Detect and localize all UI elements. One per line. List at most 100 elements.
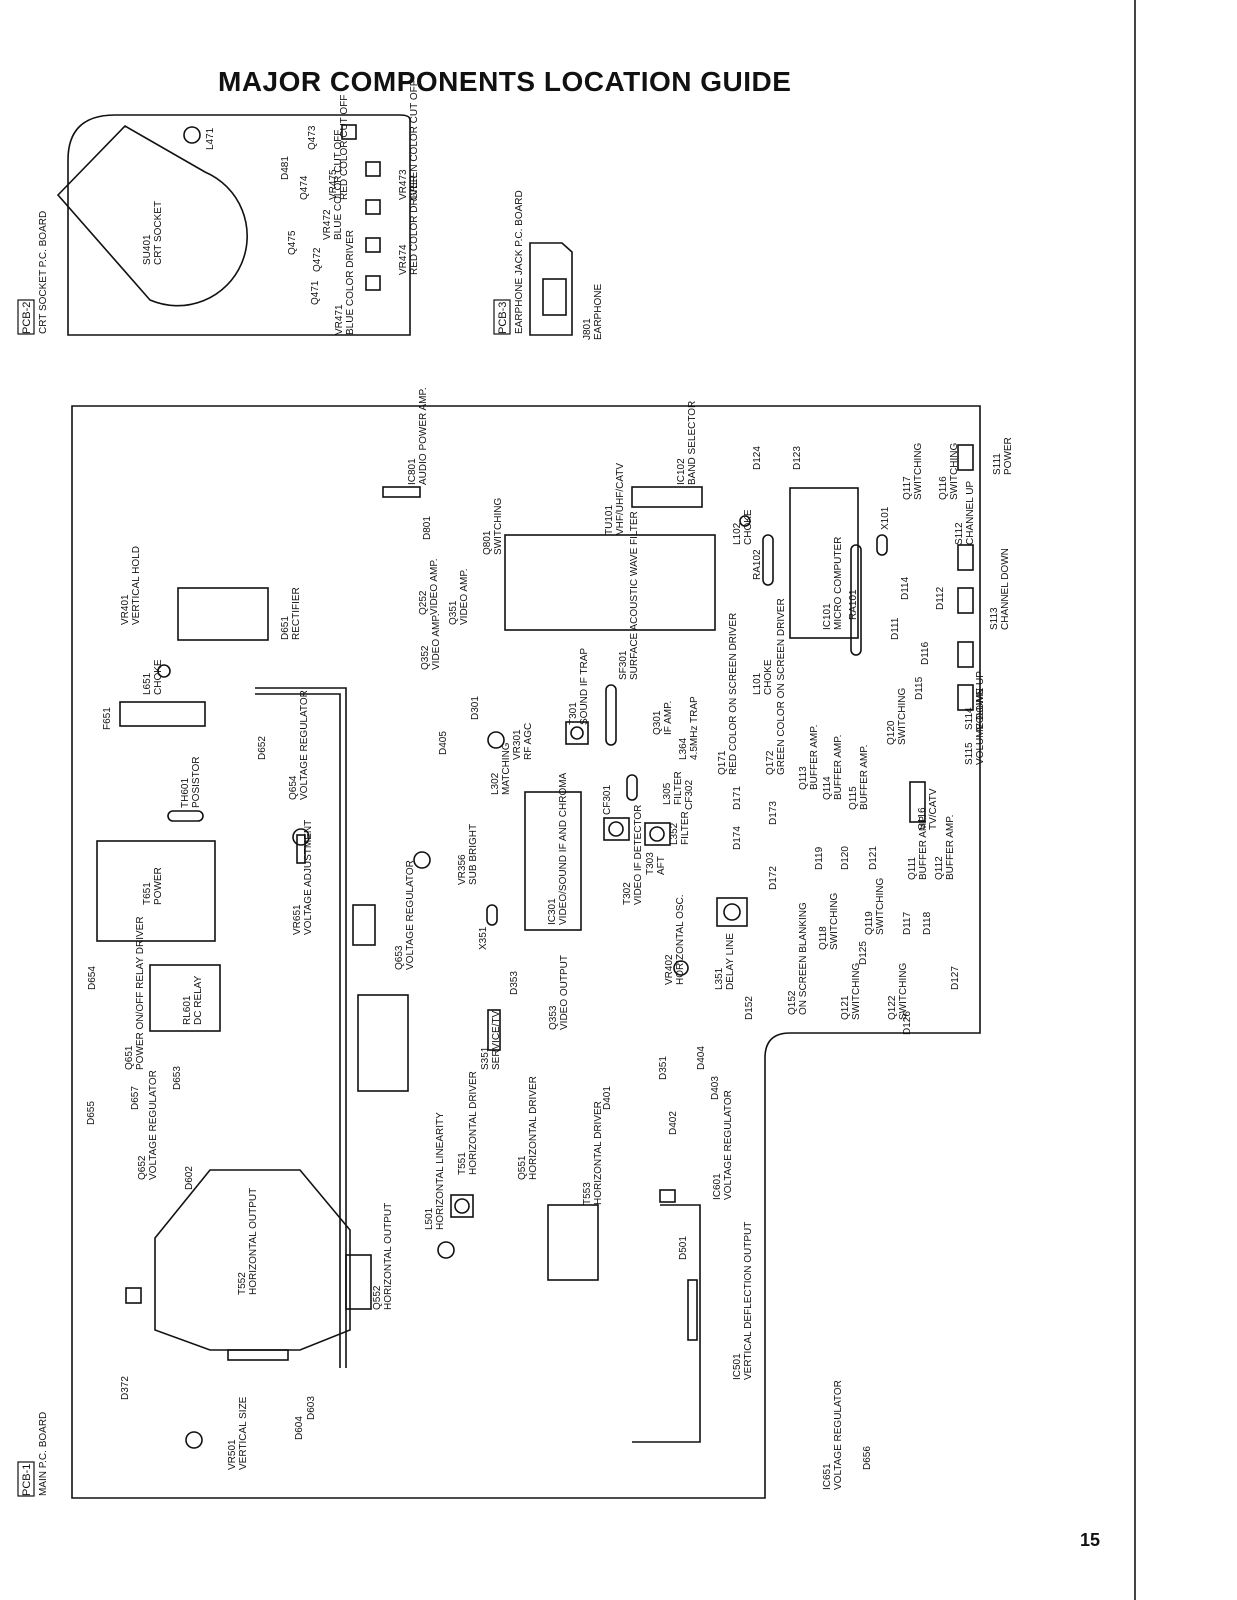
component-ref: Q301 (652, 710, 663, 735)
component-desc: POWER (153, 867, 164, 905)
component-label-q301: Q301IF AMP. (652, 701, 674, 735)
component-label-t301: T301SOUND IF TRAP (568, 648, 590, 725)
pcb3-outline (529, 242, 573, 336)
component-label-q113: Q113BUFFER AMP. (798, 725, 820, 790)
component-ref: L302 (490, 772, 501, 795)
component-ref: D125 (858, 941, 869, 965)
component-label-d117: D117 (902, 911, 913, 935)
component-ref: IC101 (822, 603, 833, 630)
component-label-s114: S114VOLUME UP (964, 671, 986, 730)
t552-foot (227, 1349, 289, 1361)
component-label-d172: D172 (768, 866, 779, 890)
component-ref: Q473 (307, 125, 318, 150)
component-desc: MATCHING (501, 742, 512, 795)
component-ref: Q651 (124, 1045, 135, 1070)
component-label-q122: Q122SWITCHING (887, 963, 909, 1020)
s351-shape (487, 1009, 501, 1051)
component-desc: POWER (1003, 437, 1014, 475)
component-desc: RED COLOR ON SCREEN DRIVER (728, 613, 739, 775)
component-ref: D117 (902, 911, 913, 935)
component-ref: D401 (602, 1086, 613, 1110)
component-ref: D152 (744, 996, 755, 1020)
rl601-shape (149, 964, 221, 1032)
component-label-q474: Q474 (299, 175, 310, 200)
d651-shape (177, 587, 269, 641)
component-label-q352: Q352VIDEO AMP. (420, 613, 442, 670)
component-ref: D481 (280, 156, 291, 180)
component-ref: IC801 (407, 458, 418, 485)
component-ref: VR471 (334, 304, 345, 335)
component-desc: VIDEO IF DETECTOR (633, 805, 644, 905)
component-desc: CHANNEL UP (965, 481, 976, 545)
component-ref: IC301 (547, 898, 558, 925)
component-desc: RF AGC (523, 723, 534, 760)
component-label-rl601: RL601DC RELAY (182, 975, 204, 1025)
component-desc: VIDEO AMP. (459, 568, 470, 625)
component-label-s351: S351SERVICE/TV (480, 1010, 502, 1070)
component-desc: AFT (656, 856, 667, 875)
component-desc: SURFACE ACOUSTIC WAVE FILTER (629, 511, 640, 680)
component-label-d301: D301 (470, 696, 481, 720)
component-ref: D301 (470, 696, 481, 720)
component-ref: Q552 (372, 1285, 383, 1310)
component-ref: RA102 (752, 549, 763, 580)
component-ref: SF301 (618, 650, 629, 680)
component-ref: D124 (752, 446, 763, 470)
component-desc: SWITCHING (897, 688, 908, 745)
component-ref: L351 (714, 967, 725, 990)
component-ref: D126 (902, 1011, 913, 1035)
component-ref: Q551 (517, 1155, 528, 1180)
page-number: 15 (1080, 1530, 1101, 1550)
component-desc: CHANNEL DOWN (1000, 548, 1011, 630)
component-label-d121: D121 (868, 846, 879, 870)
component-ref: L102 (732, 522, 743, 545)
q552-shape (345, 1254, 372, 1310)
component-label-q653: Q653VOLTAGE REGULATOR (394, 860, 416, 970)
component-ref: D403 (710, 1076, 721, 1100)
component-ref: VR501 (227, 1439, 238, 1470)
component-label-d351: D351 (658, 1056, 669, 1080)
component-label-vr651: VR651VOLTAGE ADJUSTMENT (292, 820, 314, 935)
component-ref: S116 (917, 807, 928, 830)
component-label-d653: D653 (172, 1066, 183, 1090)
t553-shape (547, 1204, 599, 1281)
component-label-vr356: VR356SUB BRIGHT (457, 824, 479, 885)
component-label-q353: Q353VIDEO OUTPUT (548, 955, 570, 1030)
component-label-l364: L3644.5MHz TRAP (678, 696, 700, 760)
component-desc: BUFFER AMP. (945, 815, 956, 880)
component-label-d173: D173 (768, 801, 779, 825)
component-ref: D603 (306, 1396, 317, 1420)
component-ref: D115 (914, 676, 925, 700)
component-desc: DELAY LINE (725, 933, 736, 990)
component-ref: T651 (142, 882, 153, 905)
component-ref: Q115 (848, 786, 859, 810)
s113-shape (957, 587, 974, 614)
component-ref: Q122 (887, 995, 898, 1020)
component-label-d171: D171 (732, 786, 743, 810)
component-label-d603: D603 (306, 1396, 317, 1420)
component-ref: IC501 (732, 1353, 743, 1380)
component-label-vr301: VR301RF AGC (512, 723, 534, 760)
page-edge-rule (1134, 0, 1136, 1600)
component-ref: D172 (768, 866, 779, 890)
component-desc: HORIZONTAL OUTPUT (248, 1188, 259, 1295)
component-label-q475: Q475 (287, 230, 298, 255)
component-label-d654: D654 (87, 966, 98, 990)
component-ref: T553 (582, 1182, 593, 1205)
component-label-d651: D651RECTIFIER (280, 587, 302, 640)
component-label-d402: D402 (668, 1111, 679, 1135)
component-label-s111: S111POWER (992, 437, 1014, 475)
component-ref: L305 (662, 782, 673, 805)
ic501-shape (687, 1279, 698, 1341)
component-label-d652: D652 (257, 736, 268, 760)
component-desc: VIDEO AMP. (429, 558, 440, 615)
component-ref: L364 (678, 737, 689, 760)
component-label-d127: D127 (950, 966, 961, 990)
component-label-ic301: IC301VIDEO/SOUND IF AND CHROMA (547, 772, 569, 925)
pcb3-tag: PCB-3 (497, 302, 509, 334)
s115-shape (957, 684, 974, 711)
component-desc: VIDEO AMP. (431, 613, 442, 670)
component-desc: HORIZONTAL OSC. (675, 894, 686, 985)
component-label-tu101: TU101VHF/UHF/CATV (604, 463, 626, 535)
component-desc: CHOKE (763, 659, 774, 695)
